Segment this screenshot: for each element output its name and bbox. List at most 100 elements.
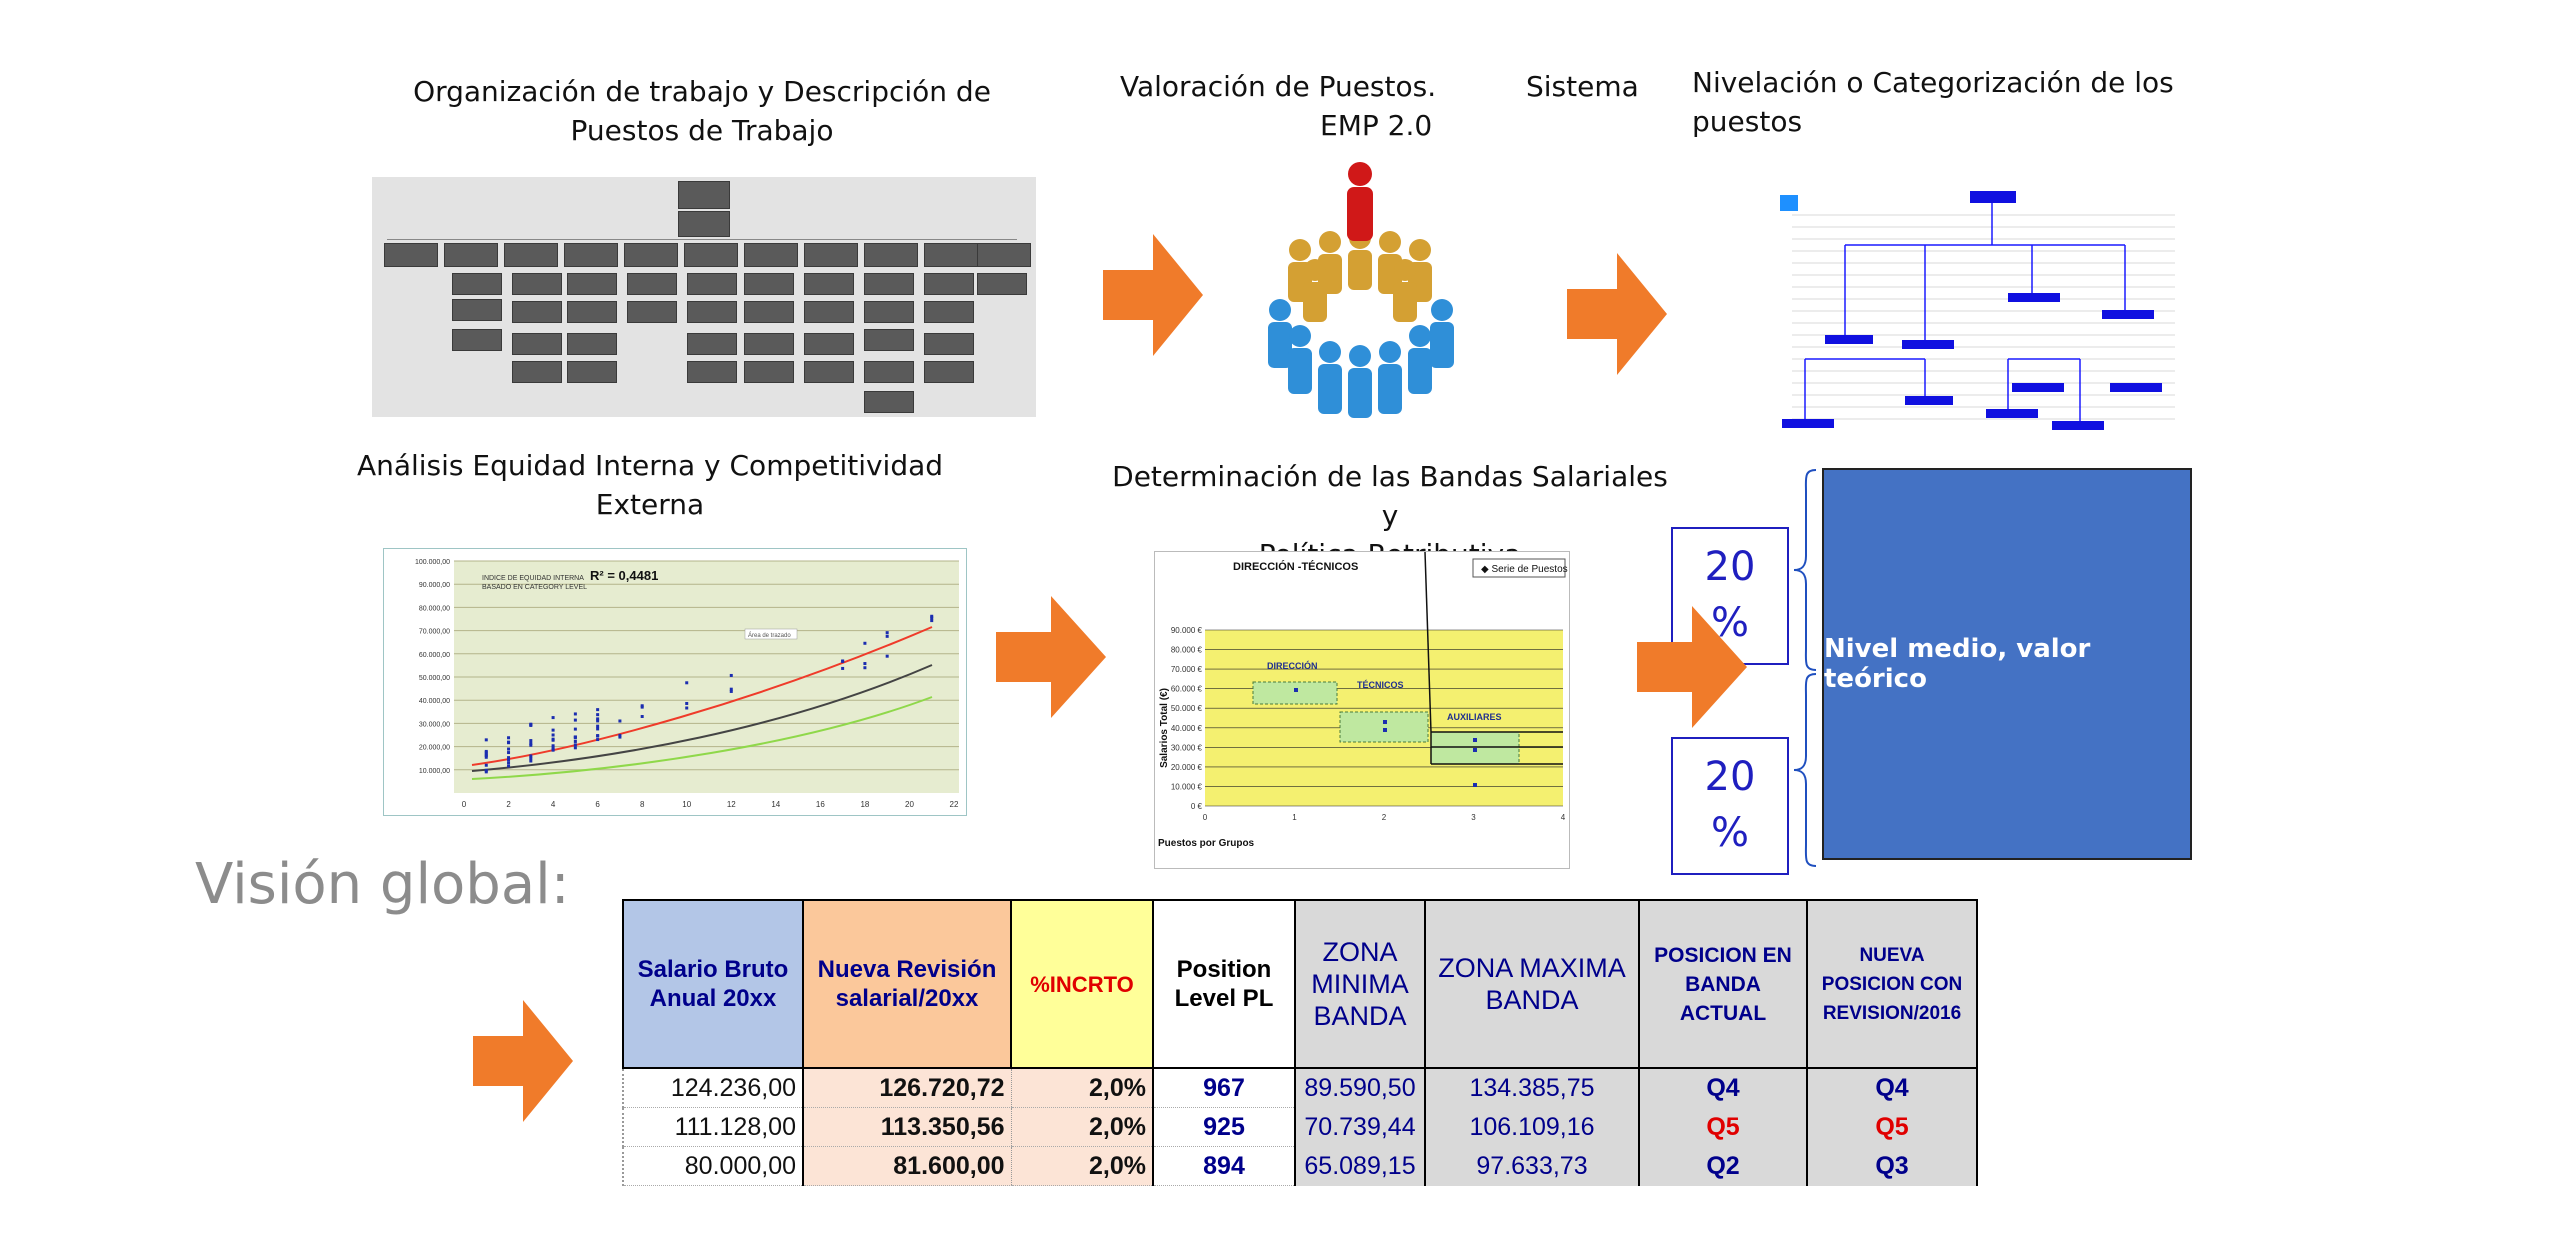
cell-salario-bruto: 111.128,00: [622, 1107, 803, 1147]
scatter-point: [930, 616, 934, 620]
scatter-point: [551, 748, 555, 752]
scatter-point: [529, 759, 533, 763]
band-y-tick: 10.000 €: [1171, 782, 1203, 791]
scatter-point: [551, 728, 555, 732]
scatter-point: [863, 662, 867, 666]
scatter-point: [573, 735, 577, 739]
band-y-tick: 50.000 €: [1171, 704, 1203, 713]
arrow-right-icon: [996, 596, 1106, 718]
cell-position-level: 967: [1152, 1067, 1295, 1108]
scatter-point: [596, 717, 600, 721]
cell-nueva-revision: 81.600,00: [802, 1146, 1011, 1186]
scatter-point: [507, 747, 511, 751]
band-chart-xlabel: Puestos por Grupos: [1158, 838, 1255, 849]
scatter-point: [596, 713, 600, 717]
title-analisis: Análisis Equidad Interna y Competitivida…: [330, 446, 970, 524]
scatter-x-tick: 4: [551, 800, 556, 809]
svg-text:◆ Serie de Puestos: ◆ Serie de Puestos: [1481, 564, 1568, 575]
scatter-y-tick: 80.000,00: [419, 605, 450, 612]
scatter-y-tick: 70.000,00: [419, 629, 450, 636]
scatter-point: [573, 727, 577, 731]
scatter-point: [507, 761, 511, 765]
scatter-point: [618, 735, 622, 739]
scatter-y-tick: 90.000,00: [419, 582, 450, 589]
scatter-point: [618, 719, 622, 723]
header-zona-minima: ZONA MINIMA BANDA: [1294, 899, 1426, 1069]
scatter-r2: R² = 0,4481: [590, 568, 658, 583]
scatter-y-tick: 50.000,00: [419, 675, 450, 682]
scatter-point: [484, 763, 488, 767]
band-y-tick: 70.000 €: [1171, 665, 1203, 674]
scatter-x-tick: 0: [462, 800, 467, 809]
scatter-point: [685, 701, 689, 705]
scatter-point: [484, 753, 488, 757]
cell-incremento: 2,0%: [1010, 1107, 1153, 1147]
band-chart-title: DIRECCIÓN -TÉCNICOS: [1233, 560, 1358, 573]
cell-position-level: 894: [1152, 1146, 1295, 1186]
scatter-point: [507, 758, 511, 762]
pct-bottom-box: 20 %: [1671, 737, 1789, 875]
scatter-point: [885, 634, 889, 638]
band-x-tick: 4: [1561, 813, 1566, 822]
scatter-x-tick: 10: [682, 800, 691, 809]
scatter-x-tick: 12: [727, 800, 736, 809]
scatter-x-tick: 6: [595, 800, 600, 809]
scatter-point: [885, 631, 889, 635]
scatter-point: [529, 756, 533, 760]
scatter-point: [551, 746, 555, 750]
header-salario-bruto: Salario Bruto Anual 20xx: [622, 899, 804, 1069]
scatter-point: [596, 708, 600, 712]
title-analisis-line1: Análisis Equidad Interna y Competitivida…: [356, 449, 944, 482]
hierarchy-chart-image: [1780, 185, 2180, 435]
header-nueva-posicion: NUEVA POSICION CON REVISION/2016: [1806, 899, 1978, 1069]
scatter-point: [685, 706, 689, 710]
scatter-x-tick: 8: [640, 800, 645, 809]
scatter-point: [640, 705, 644, 709]
cell-zona-minima: 65.089,15: [1294, 1146, 1425, 1186]
scatter-point: [729, 673, 733, 677]
band-y-tick: 30.000 €: [1171, 743, 1203, 752]
header-posicion-banda: POSICION EN BANDA ACTUAL: [1638, 899, 1808, 1069]
scatter-point: [529, 723, 533, 727]
band-x-tick: 3: [1471, 813, 1476, 822]
scatter-point: [596, 719, 600, 723]
title-nivelacion: Nivelación o Categorización de los puest…: [1692, 66, 2174, 138]
scatter-x-tick: 2: [506, 800, 511, 809]
scatter-y-tick: 40.000,00: [419, 698, 450, 705]
scatter-point: [573, 743, 577, 747]
cell-zona-minima: 70.739,44: [1294, 1107, 1425, 1147]
scatter-x-tick: 14: [771, 800, 780, 809]
header-incremento: %INCRTO: [1010, 899, 1154, 1069]
cell-nueva-revision: 113.350,56: [802, 1107, 1011, 1147]
cell-salario-bruto: 124.236,00: [622, 1067, 803, 1108]
cell-zona-maxima: 106.109,16: [1424, 1107, 1639, 1147]
band-group-direccion: DIRECCIÓN: [1267, 660, 1318, 671]
scatter-legend-line2: BASADO EN CATEGORY LEVEL: [482, 584, 587, 591]
cell-nueva-posicion: Q4: [1806, 1067, 1978, 1108]
arrow-right-icon: [1567, 253, 1667, 375]
arrow-right-icon: [1103, 234, 1203, 356]
scatter-y-tick: 60.000,00: [419, 652, 450, 659]
scatter-point: [863, 641, 867, 645]
vision-global-title: Visión global:: [195, 852, 570, 917]
scatter-point: [596, 724, 600, 728]
scatter-point: [484, 749, 488, 753]
nivel-medio-label: Nivel medio, valor teórico: [1824, 634, 2091, 694]
title-valoracion-line2: EMP 2.0: [1320, 109, 1433, 142]
scatter-point: [507, 751, 511, 755]
scatter-point: [507, 736, 511, 740]
band-chart-ylabel: Salarios Total (€): [1159, 688, 1170, 768]
band-x-tick: 1: [1292, 813, 1297, 822]
brace-bottom: [1792, 672, 1820, 868]
scatter-point: [507, 756, 511, 760]
scatter-point: [885, 654, 889, 658]
scatter-point: [596, 734, 600, 738]
scatter-point: [930, 619, 934, 623]
scatter-point: [551, 716, 555, 720]
scatter-point: [507, 764, 511, 768]
cell-incremento: 2,0%: [1010, 1146, 1153, 1186]
band-y-tick: 0 €: [1191, 802, 1203, 811]
scatter-y-tick: 20.000,00: [419, 745, 450, 752]
brace-top: [1792, 468, 1820, 672]
